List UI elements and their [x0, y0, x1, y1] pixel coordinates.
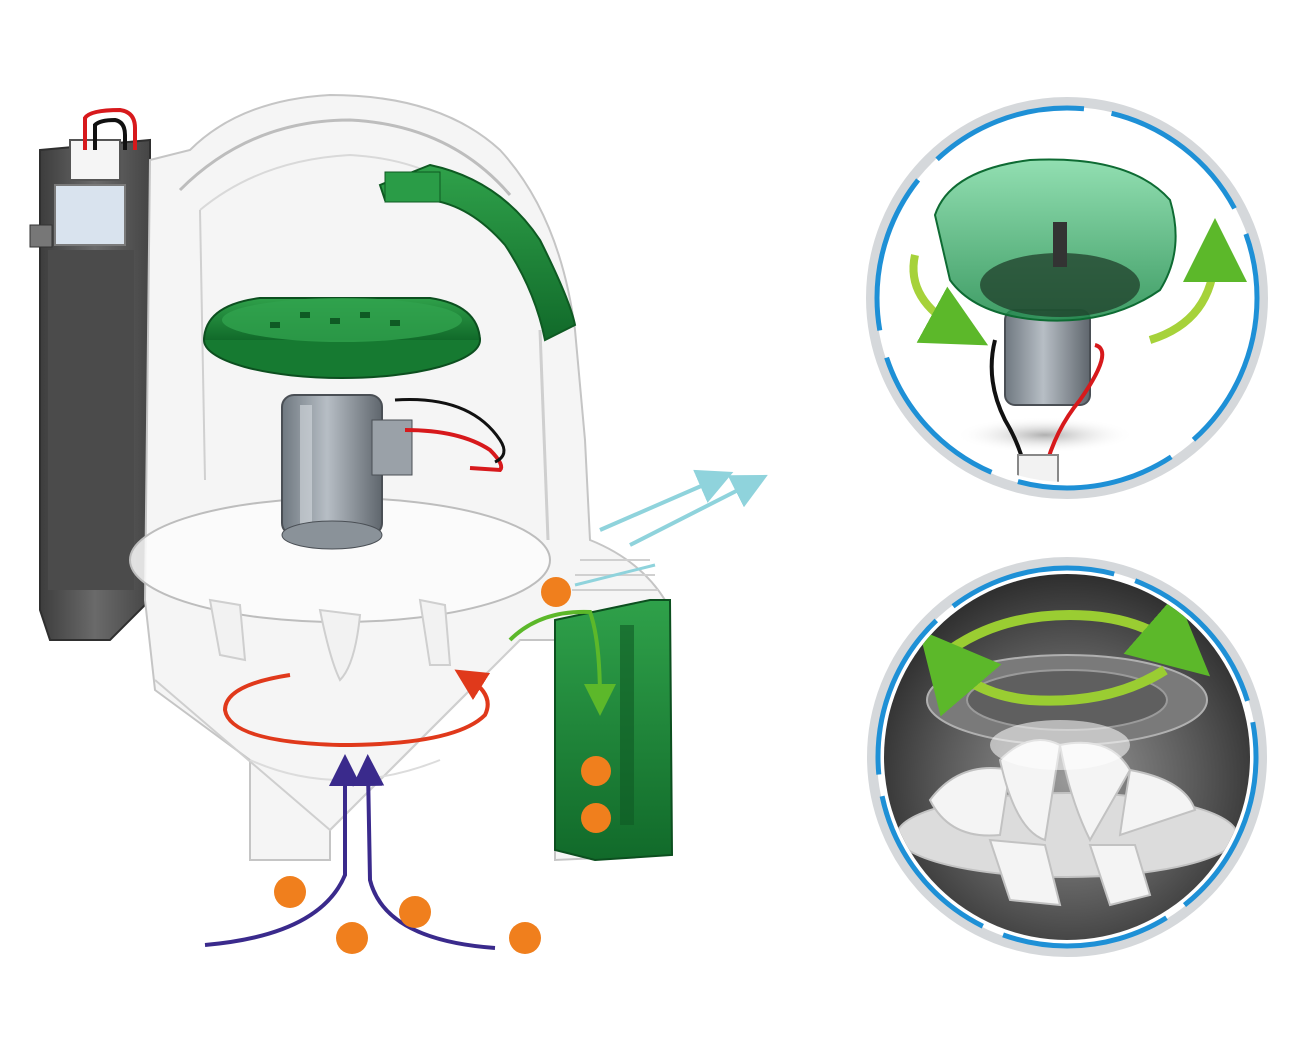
inset-connector: [1017, 454, 1059, 482]
outflow-arrow-1: [599, 469, 734, 532]
impeller: [896, 739, 1238, 907]
rotation-arrow-left: [909, 254, 989, 346]
battery-pack: [29, 107, 151, 641]
inset-impeller: [867, 557, 1267, 957]
black-wire: [394, 398, 506, 464]
inset-red-wire: [1043, 343, 1105, 471]
particle: [274, 876, 306, 908]
collector-flow-arrow: [508, 609, 616, 716]
inlet-arrow-left: [204, 754, 361, 947]
outflow-arrow-3: [574, 563, 656, 587]
particle: [541, 577, 571, 607]
particle: [399, 896, 431, 928]
red-wire: [404, 428, 504, 473]
particle: [581, 756, 611, 786]
orange-particles: [274, 577, 611, 954]
circulation-arrow: [918, 629, 1168, 717]
swirl-arrow: [222, 669, 491, 748]
particle: [336, 922, 368, 954]
particle: [581, 803, 611, 833]
particle: [509, 922, 541, 954]
inlet-arrow-right: [352, 754, 496, 950]
impeller-blades: [208, 598, 452, 682]
green-collector: [554, 599, 674, 862]
main-cutaway: [29, 93, 768, 954]
green-tab: [384, 171, 441, 203]
dc-motor: [281, 394, 413, 550]
green-fan-disc: [203, 297, 481, 379]
inset-black-wire: [989, 339, 1027, 471]
outflow-arrow-2: [629, 474, 768, 547]
inset-motor: [866, 97, 1268, 499]
rotation-arrow-right: [1148, 218, 1247, 344]
